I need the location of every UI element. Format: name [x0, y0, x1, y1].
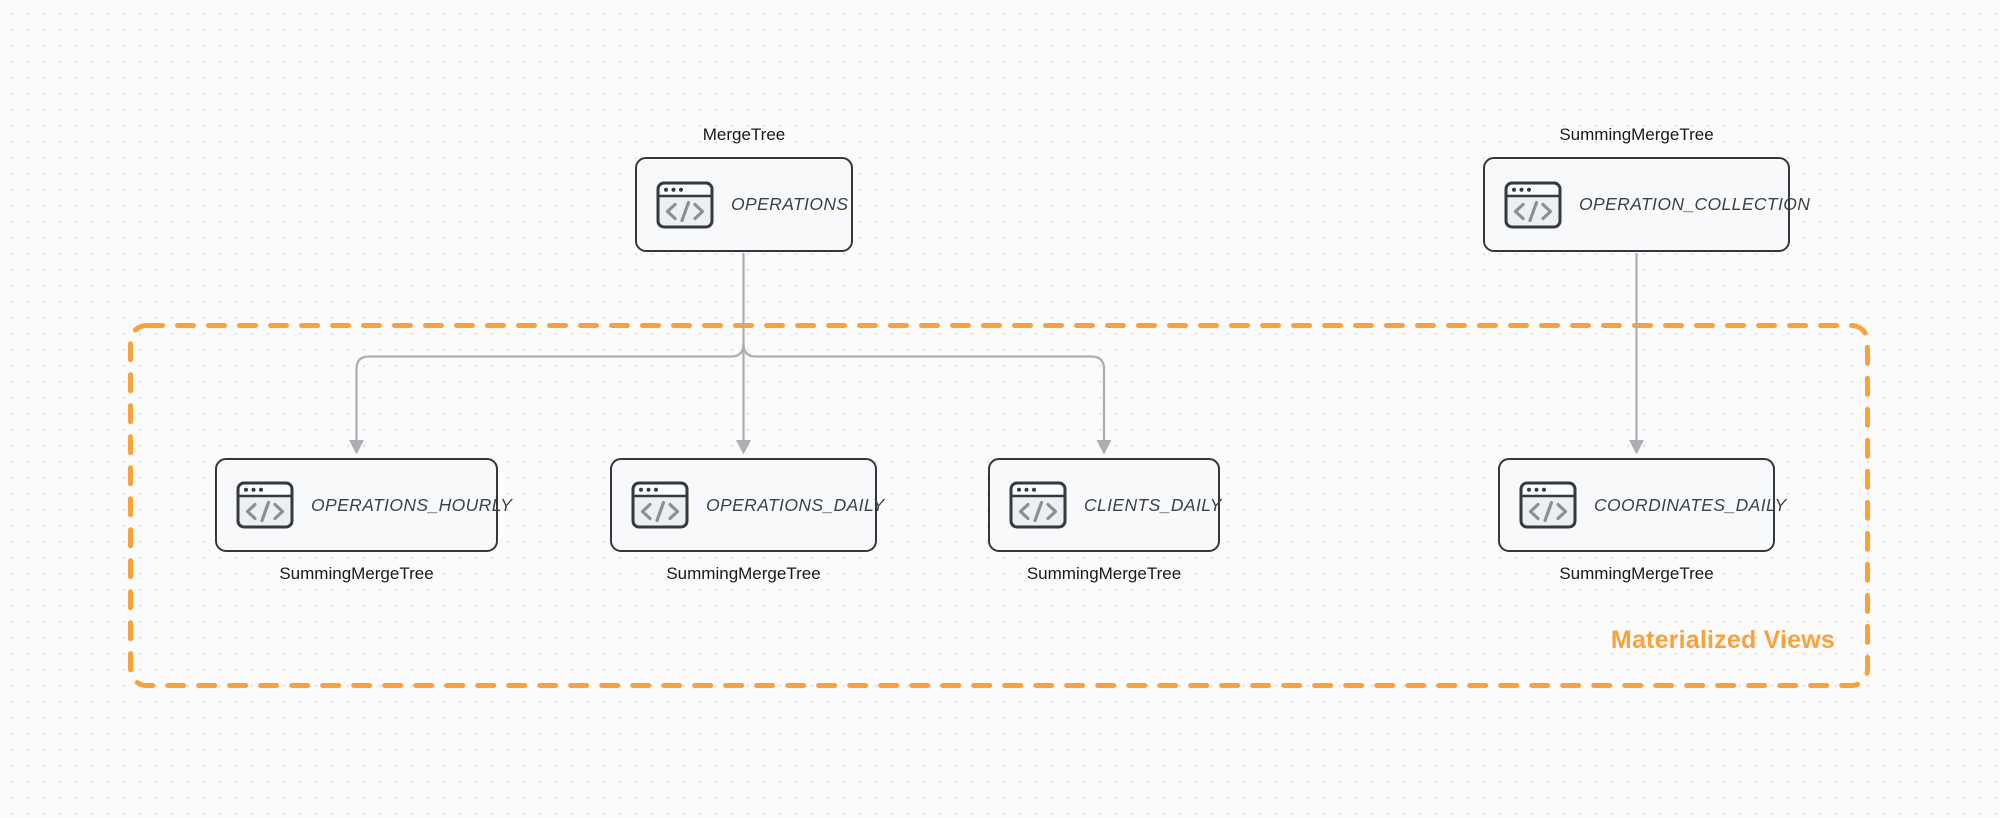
table-node-operation-collection[interactable]: OPERATION_COLLECTION [1483, 157, 1810, 252]
arrowhead-hourly [349, 440, 364, 455]
table-name-operations-hourly: OPERATIONS_HOURLY [311, 494, 513, 515]
engine-label-operations-daily: SummingMergeTree [666, 564, 821, 583]
engine-label-operations-hourly: SummingMergeTree [279, 564, 434, 583]
table-node-operations[interactable]: OPERATIONS [635, 157, 853, 252]
table-node-operations-daily[interactable]: OPERATIONS_DAILY [610, 458, 884, 552]
table-name-operations: OPERATIONS [731, 194, 849, 214]
code-window-icon [1504, 180, 1562, 229]
code-window-icon [656, 180, 714, 229]
engine-label-coordinates-daily: SummingMergeTree [1559, 564, 1714, 583]
engine-label-clients-daily: SummingMergeTree [1026, 564, 1182, 583]
engine-label-operation-collection: SummingMergeTree [1559, 125, 1714, 144]
code-window-icon [631, 481, 689, 529]
code-window-icon [1009, 481, 1067, 529]
arrow-operations-to-hourly[interactable] [355, 343, 745, 440]
table-name-operations-daily: OPERATIONS_DAILY [706, 494, 885, 515]
arrowhead-coordinates [1629, 440, 1644, 455]
arrowhead-clients [1096, 440, 1112, 455]
materialized-views-group-frame[interactable] [128, 323, 1870, 688]
engine-label-operations: MergeTree [702, 125, 786, 144]
code-window-icon [236, 481, 294, 529]
table-node-coordinates-daily[interactable]: COORDINATES_DAILY [1498, 458, 1786, 552]
materialized-views-caption: Materialized Views [1610, 626, 1835, 654]
table-name-operation-collection: OPERATION_COLLECTION [1579, 194, 1811, 214]
table-name-clients-daily: CLIENTS_DAILY [1084, 494, 1222, 515]
table-node-clients-daily[interactable]: CLIENTS_DAILY [988, 458, 1222, 552]
arrowhead-daily [736, 440, 751, 455]
table-node-operations-hourly[interactable]: OPERATIONS_HOURLY [215, 458, 512, 552]
table-name-coordinates-daily: COORDINATES_DAILY [1594, 494, 1787, 515]
code-window-icon [1519, 481, 1577, 529]
arrow-operations-to-clients[interactable] [742, 343, 1106, 440]
